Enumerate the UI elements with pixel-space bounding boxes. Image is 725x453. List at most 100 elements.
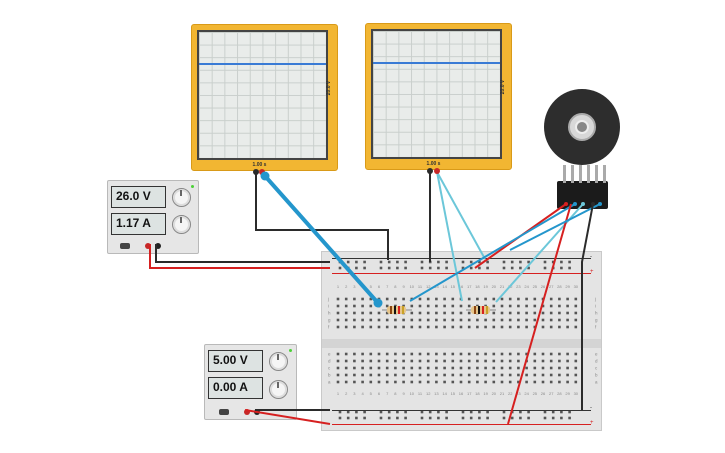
breadboard-hole[interactable] [467, 311, 471, 315]
breadboard-hole[interactable] [533, 304, 537, 308]
breadboard-hole[interactable] [533, 366, 537, 370]
breadboard-hole[interactable] [560, 260, 563, 264]
breadboard-hole[interactable] [369, 373, 373, 377]
breadboard-hole[interactable] [492, 311, 496, 315]
breadboard-hole[interactable] [418, 318, 422, 322]
breadboard-hole[interactable] [478, 410, 481, 414]
breadboard-hole[interactable] [508, 304, 512, 308]
breadboard-hole[interactable] [379, 266, 383, 270]
breadboard-hole[interactable] [469, 416, 473, 420]
breadboard-hole[interactable] [451, 380, 455, 384]
breadboard-hole[interactable] [344, 304, 348, 308]
breadboard-hole[interactable] [549, 304, 553, 308]
breadboard-hole[interactable] [541, 304, 545, 308]
breadboard-hole[interactable] [402, 373, 405, 377]
breadboard-hole[interactable] [435, 380, 438, 384]
breadboard-hole[interactable] [459, 366, 463, 370]
breadboard-hole[interactable] [549, 297, 553, 301]
breadboard-hole[interactable] [402, 352, 405, 356]
breadboard-hole[interactable] [435, 297, 438, 301]
breadboard-hole[interactable] [443, 359, 446, 363]
breadboard-hole[interactable] [500, 311, 504, 315]
breadboard-hole[interactable] [426, 311, 430, 315]
breadboard-hole[interactable] [336, 311, 340, 315]
breadboard-hole[interactable] [517, 318, 520, 322]
breadboard-hole[interactable] [566, 304, 569, 308]
breadboard-hole[interactable] [394, 318, 397, 322]
breadboard-hole[interactable] [385, 325, 389, 329]
voltage-knob-icon[interactable] [172, 188, 191, 207]
breadboard-hole[interactable] [478, 266, 481, 270]
breadboard-hole[interactable] [420, 410, 424, 414]
breadboard-hole[interactable] [385, 311, 389, 315]
breadboard-hole[interactable] [344, 311, 348, 315]
breadboard-hole[interactable] [402, 311, 405, 315]
breadboard-hole[interactable] [566, 318, 569, 322]
breadboard-hole[interactable] [508, 318, 512, 322]
breadboard-hole[interactable] [361, 352, 364, 356]
breadboard-hole[interactable] [459, 352, 463, 356]
breadboard-hole[interactable] [443, 366, 446, 370]
breadboard-hole[interactable] [396, 416, 399, 420]
breadboard-hole[interactable] [353, 318, 356, 322]
breadboard-hole[interactable] [435, 352, 438, 356]
breadboard-hole[interactable] [377, 325, 381, 329]
breadboard-hole[interactable] [336, 380, 340, 384]
breadboard-hole[interactable] [525, 366, 528, 370]
breadboard-hole[interactable] [385, 318, 389, 322]
breadboard-hole[interactable] [558, 359, 561, 363]
breadboard-hole[interactable] [377, 359, 381, 363]
breadboard-hole[interactable] [418, 352, 422, 356]
breadboard-hole[interactable] [396, 410, 399, 414]
breadboard-hole[interactable] [420, 266, 424, 270]
breadboard-hole[interactable] [478, 260, 481, 264]
breadboard-hole[interactable] [486, 266, 489, 270]
breadboard-hole[interactable] [445, 410, 448, 414]
oscilloscope-right[interactable]: 20.0 V 1.00 s [365, 23, 512, 170]
breadboard-hole[interactable] [492, 297, 496, 301]
breadboard-hole[interactable] [353, 297, 356, 301]
breadboard-hole[interactable] [459, 311, 463, 315]
breadboard-hole[interactable] [574, 359, 578, 363]
breadboard-hole[interactable] [525, 318, 528, 322]
negative-terminal[interactable] [155, 243, 161, 249]
power-switch-icon[interactable] [120, 243, 130, 249]
breadboard-hole[interactable] [338, 416, 342, 420]
breadboard-hole[interactable] [402, 304, 405, 308]
breadboard-hole[interactable] [353, 325, 356, 329]
breadboard-hole[interactable] [533, 380, 537, 384]
current-knob-icon[interactable] [269, 380, 288, 399]
breadboard-hole[interactable] [533, 318, 537, 322]
breadboard-hole[interactable] [377, 352, 381, 356]
breadboard-hole[interactable] [551, 410, 555, 414]
breadboard-hole[interactable] [519, 410, 522, 414]
breadboard-hole[interactable] [484, 352, 487, 356]
breadboard-hole[interactable] [549, 366, 553, 370]
breadboard-hole[interactable] [541, 311, 545, 315]
breadboard-hole[interactable] [467, 380, 471, 384]
breadboard-hole[interactable] [426, 304, 430, 308]
breadboard-hole[interactable] [476, 318, 479, 322]
breadboard-hole[interactable] [549, 352, 553, 356]
breadboard-hole[interactable] [451, 311, 455, 315]
breadboard-hole[interactable] [467, 359, 471, 363]
breadboard-hole[interactable] [461, 266, 465, 270]
breadboard-hole[interactable] [541, 366, 545, 370]
breadboard-hole[interactable] [377, 373, 381, 377]
breadboard-hole[interactable] [410, 325, 414, 329]
breadboard-hole[interactable] [361, 373, 364, 377]
breadboard-hole[interactable] [484, 373, 487, 377]
breadboard-hole[interactable] [344, 352, 348, 356]
breadboard-hole[interactable] [353, 366, 356, 370]
breadboard-hole[interactable] [418, 359, 422, 363]
breadboard-hole[interactable] [568, 410, 571, 414]
breadboard-hole[interactable] [467, 325, 471, 329]
breadboard-hole[interactable] [418, 373, 422, 377]
breadboard-hole[interactable] [558, 304, 561, 308]
breadboard-hole[interactable] [344, 373, 348, 377]
breadboard-hole[interactable] [437, 416, 440, 420]
breadboard-hole[interactable] [369, 311, 373, 315]
breadboard-hole[interactable] [363, 410, 366, 414]
breadboard-hole[interactable] [451, 297, 455, 301]
breadboard-hole[interactable] [394, 352, 397, 356]
